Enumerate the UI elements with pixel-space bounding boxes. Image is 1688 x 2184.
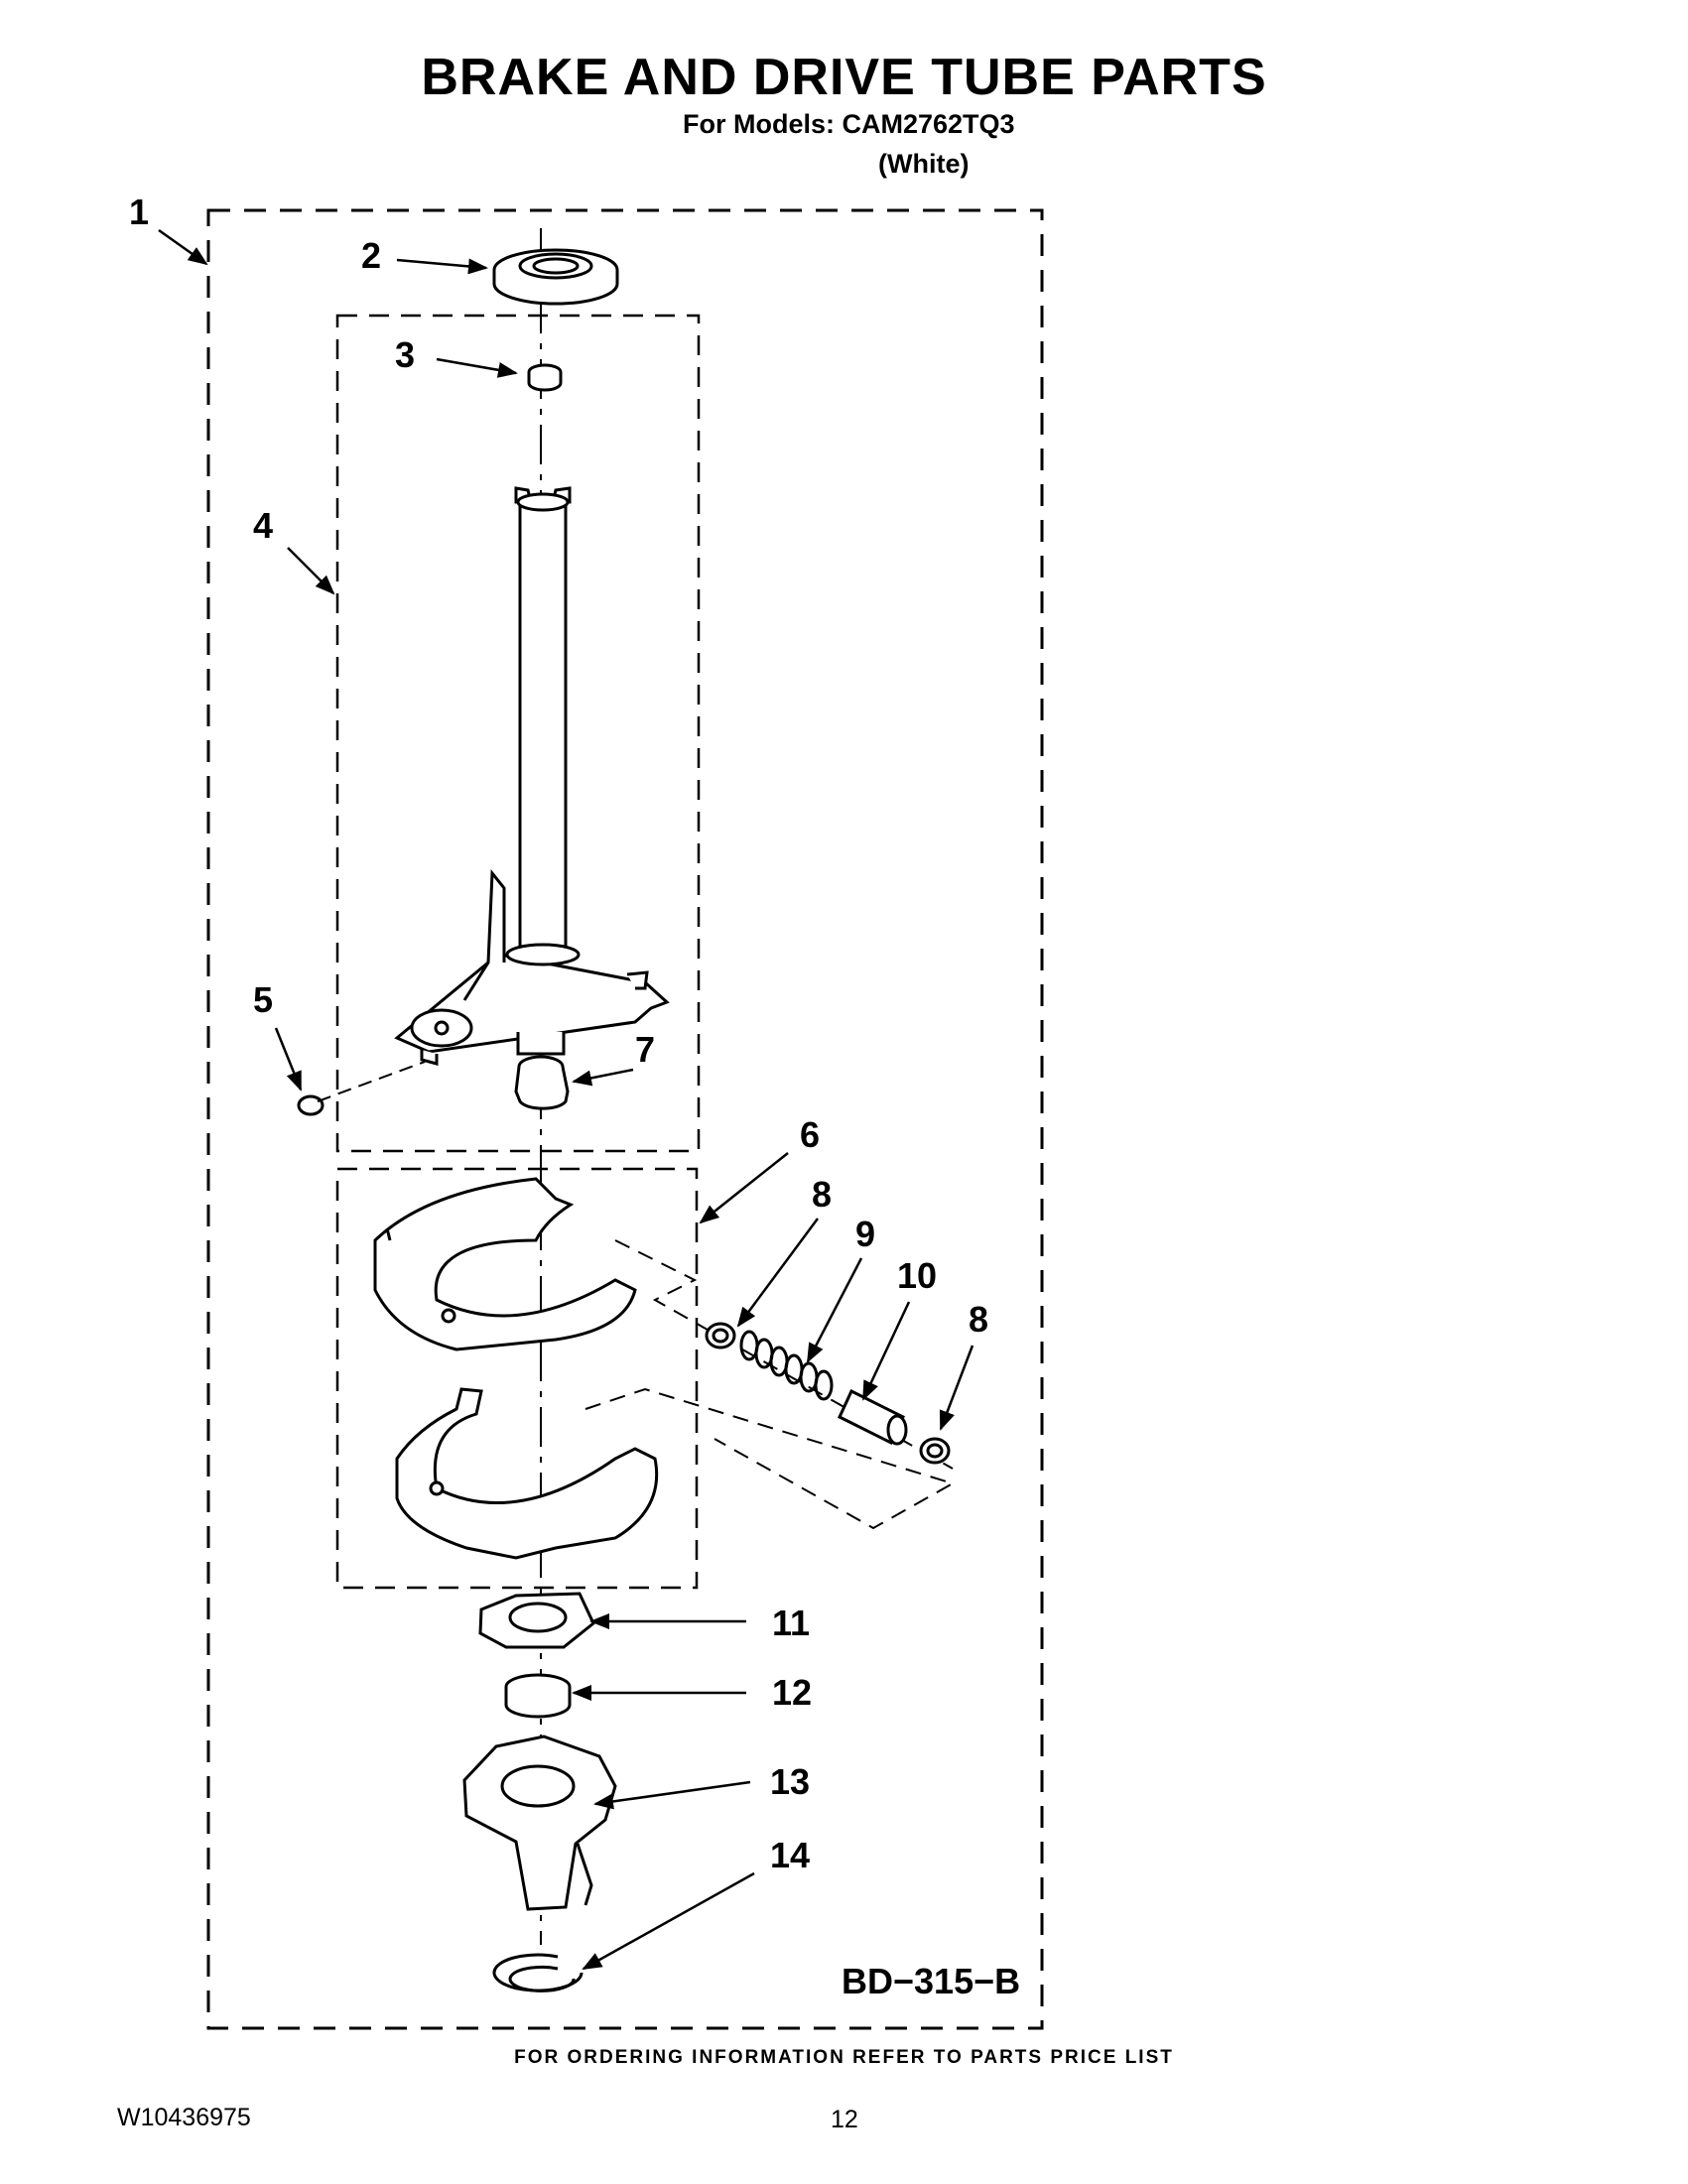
models-line: For Models: CAM2762TQ3	[683, 109, 1015, 139]
callout-13: 13	[770, 1761, 811, 1802]
bearing-seal-part	[492, 248, 619, 306]
page-title: BRAKE AND DRIVE TUBE PARTS	[421, 49, 1267, 106]
callout-6: 6	[800, 1114, 821, 1155]
callout-5: 5	[253, 979, 274, 1020]
callout-8-right: 8	[969, 1299, 989, 1340]
drive-tube-part	[394, 486, 670, 1066]
spring-washer-right-part	[919, 1437, 951, 1465]
lower-brake-shoe-part	[395, 1387, 659, 1560]
callout-3: 3	[395, 334, 416, 375]
callout-2: 2	[361, 235, 382, 276]
snap-ring-part	[492, 1953, 584, 1992]
page-number: 12	[831, 2106, 858, 2133]
callout-11: 11	[772, 1603, 811, 1643]
brake-shoe-boundary	[335, 1167, 699, 1590]
callout-9: 9	[855, 1214, 876, 1254]
bushing-part	[514, 1055, 570, 1110]
callout-10: 10	[897, 1255, 938, 1296]
upper-brake-shoe-part	[373, 1177, 637, 1351]
pin-part	[838, 1388, 908, 1446]
spring-part	[739, 1330, 834, 1401]
color-line: (White)	[878, 149, 970, 179]
callout-1: 1	[129, 192, 150, 232]
brake-cam-part	[478, 1592, 595, 1649]
spring-washer-left-part	[705, 1322, 736, 1349]
callout-7: 7	[635, 1029, 656, 1070]
retaining-clip-part	[297, 1061, 426, 1116]
diagram-code: BD−315−B	[842, 1961, 1021, 2001]
spring-assembly-lines	[584, 1239, 956, 1530]
tube-collar-part	[527, 363, 563, 392]
callout-12: 12	[772, 1672, 813, 1713]
ordering-note: FOR ORDERING INFORMATION REFER TO PARTS …	[514, 2047, 1174, 2068]
brake-lever-part	[462, 1734, 617, 1911]
drive-tube-boundary	[335, 314, 701, 1153]
document-number: W10436975	[117, 2104, 251, 2131]
leader-arrows	[158, 228, 974, 1971]
callout-14: 14	[770, 1835, 811, 1875]
callout-8-left: 8	[812, 1174, 833, 1215]
cam-ring-part	[504, 1673, 572, 1719]
callout-4: 4	[253, 505, 274, 546]
assembly-boundary	[206, 208, 1044, 2030]
